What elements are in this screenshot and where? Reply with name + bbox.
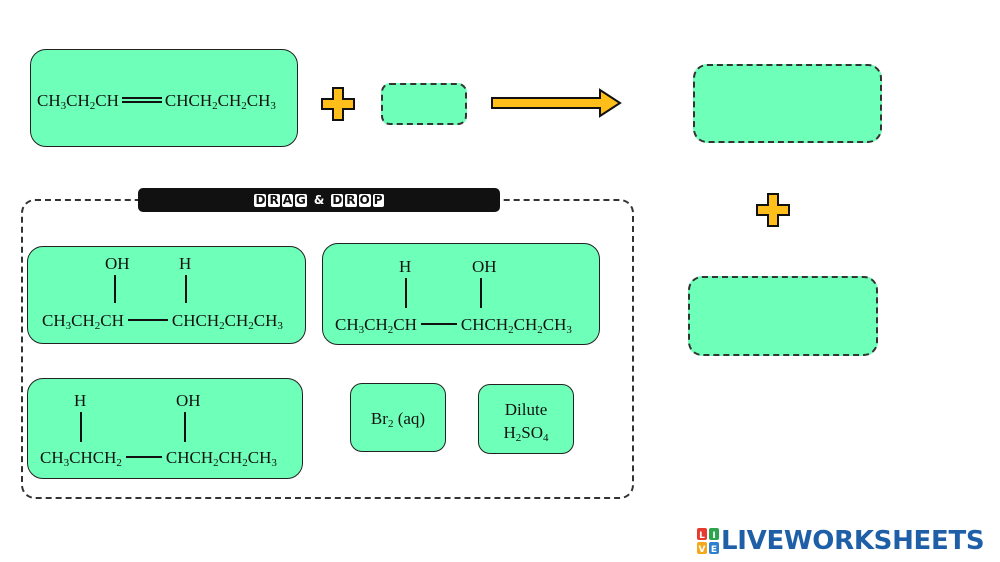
logo-letter: L	[699, 531, 705, 541]
bond-line	[480, 278, 482, 308]
acid-label-line1: Dilute	[504, 400, 548, 419]
product-drop-slot-1[interactable]	[693, 64, 882, 143]
bromine-label: Br2 (aq)	[370, 409, 426, 430]
header-letter: P	[372, 193, 384, 207]
draggable-option-3[interactable]: H OH CH3CHCH2 CHCH2CH2CH3	[27, 378, 303, 479]
formula-left: CH3CH2CH	[42, 311, 124, 332]
acid-label-line2: H2SO4	[503, 423, 549, 444]
draggable-bromine[interactable]: Br2 (aq)	[350, 383, 446, 452]
plus-icon	[756, 193, 790, 227]
header-letter: O	[358, 193, 371, 207]
header-letter: R	[345, 193, 357, 207]
substituent-label: H	[179, 254, 192, 273]
bond-line	[184, 412, 186, 442]
substituent-label: H	[74, 391, 87, 410]
plus-icon	[321, 87, 355, 121]
option-formula: CH3CHCH2 CHCH2CH2CH3	[40, 448, 277, 469]
bond-line	[185, 275, 187, 303]
reactant-card: CH3CH2CH CHCH2CH2CH3	[30, 49, 298, 147]
reactant-formula: CH3CH2CH CHCH2CH2CH3	[37, 91, 276, 112]
single-bond	[127, 319, 168, 321]
substituent-label: OH	[105, 254, 130, 273]
header-letter: A	[281, 193, 293, 207]
bond-line	[114, 275, 116, 303]
reactant-right: CHCH2CH2CH3	[164, 91, 276, 112]
formula-left: CH3CHCH2	[40, 448, 122, 469]
product-drop-slot-2[interactable]	[688, 276, 878, 356]
substituent-label: H	[399, 257, 412, 276]
header-letter: R	[268, 193, 280, 207]
bond-line	[405, 278, 407, 308]
formula-right: CHCH2CH2CH3	[171, 311, 283, 332]
formula-left: CH3CH2CH	[335, 315, 417, 336]
option-formula: CH3CH2CH CHCH2CH2CH3	[335, 315, 572, 336]
substituent-label: OH	[472, 257, 497, 276]
logo-letter: V	[699, 545, 706, 554]
brand-name: LIVEWORKSHEETS	[721, 526, 985, 556]
logo-letter: I	[712, 531, 715, 541]
single-bond	[125, 456, 162, 458]
double-bond	[121, 97, 162, 103]
reaction-arrow-icon	[491, 88, 622, 118]
formula-right: CHCH2CH2CH3	[165, 448, 277, 469]
bond-line	[80, 412, 82, 442]
header-letter: D	[331, 193, 344, 207]
header-letter: D	[254, 193, 267, 207]
logo-icon: L I V E	[697, 528, 719, 554]
logo-letter: E	[711, 545, 717, 554]
reagent-drop-slot[interactable]	[381, 83, 467, 125]
formula-right: CHCH2CH2CH3	[460, 315, 572, 336]
header-ampersand: &	[313, 193, 325, 207]
option-formula: CH3CH2CH CHCH2CH2CH3	[42, 311, 283, 332]
reactant-left: CH3CH2CH	[37, 91, 119, 112]
draggable-dilute-acid[interactable]: Dilute H2SO4	[478, 384, 574, 454]
single-bond	[420, 323, 457, 325]
draggable-option-1[interactable]: OH H CH3CH2CH CHCH2CH2CH3	[27, 246, 306, 344]
substituent-label: OH	[176, 391, 201, 410]
draggable-option-2[interactable]: H OH CH3CH2CH CHCH2CH2CH3	[322, 243, 600, 345]
header-letter: G	[294, 193, 307, 207]
liveworksheets-logo: L I V E LIVEWORKSHEETS	[697, 526, 985, 556]
